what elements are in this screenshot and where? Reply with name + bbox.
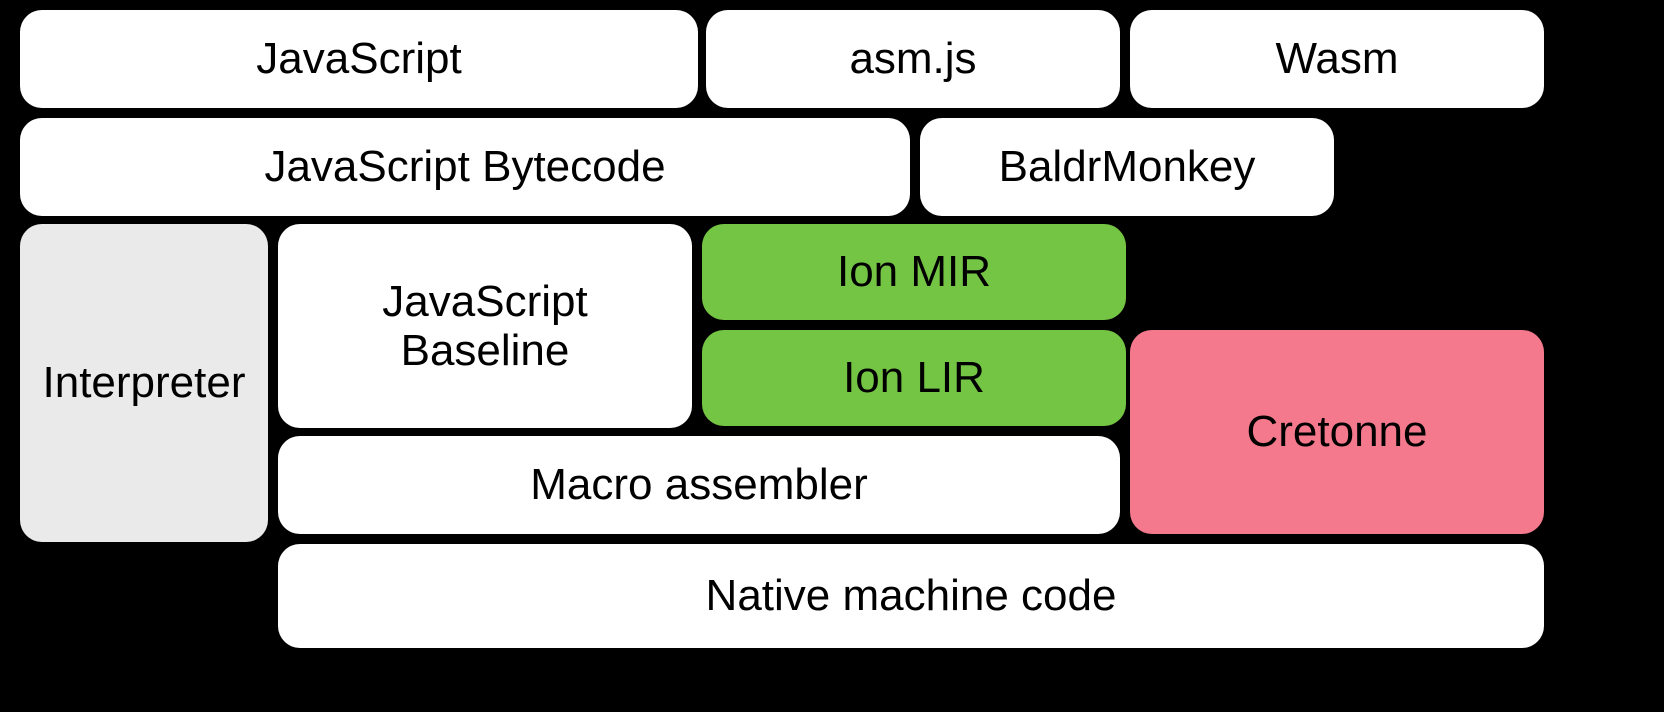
- node-wasm: Wasm: [1130, 10, 1544, 108]
- node-macro-assembler: Macro assembler: [278, 436, 1120, 534]
- node-interpreter: Interpreter: [20, 224, 268, 542]
- node-native-machine-code: Native machine code: [278, 544, 1544, 648]
- node-cretonne: Cretonne: [1130, 330, 1544, 534]
- node-javascript-baseline: JavaScript Baseline: [278, 224, 692, 428]
- node-ion-lir: Ion LIR: [702, 330, 1126, 426]
- node-ion-mir: Ion MIR: [702, 224, 1126, 320]
- node-javascript-bytecode: JavaScript Bytecode: [20, 118, 910, 216]
- node-javascript: JavaScript: [20, 10, 698, 108]
- node-asm-js: asm.js: [706, 10, 1120, 108]
- node-baldrmonkey: BaldrMonkey: [920, 118, 1334, 216]
